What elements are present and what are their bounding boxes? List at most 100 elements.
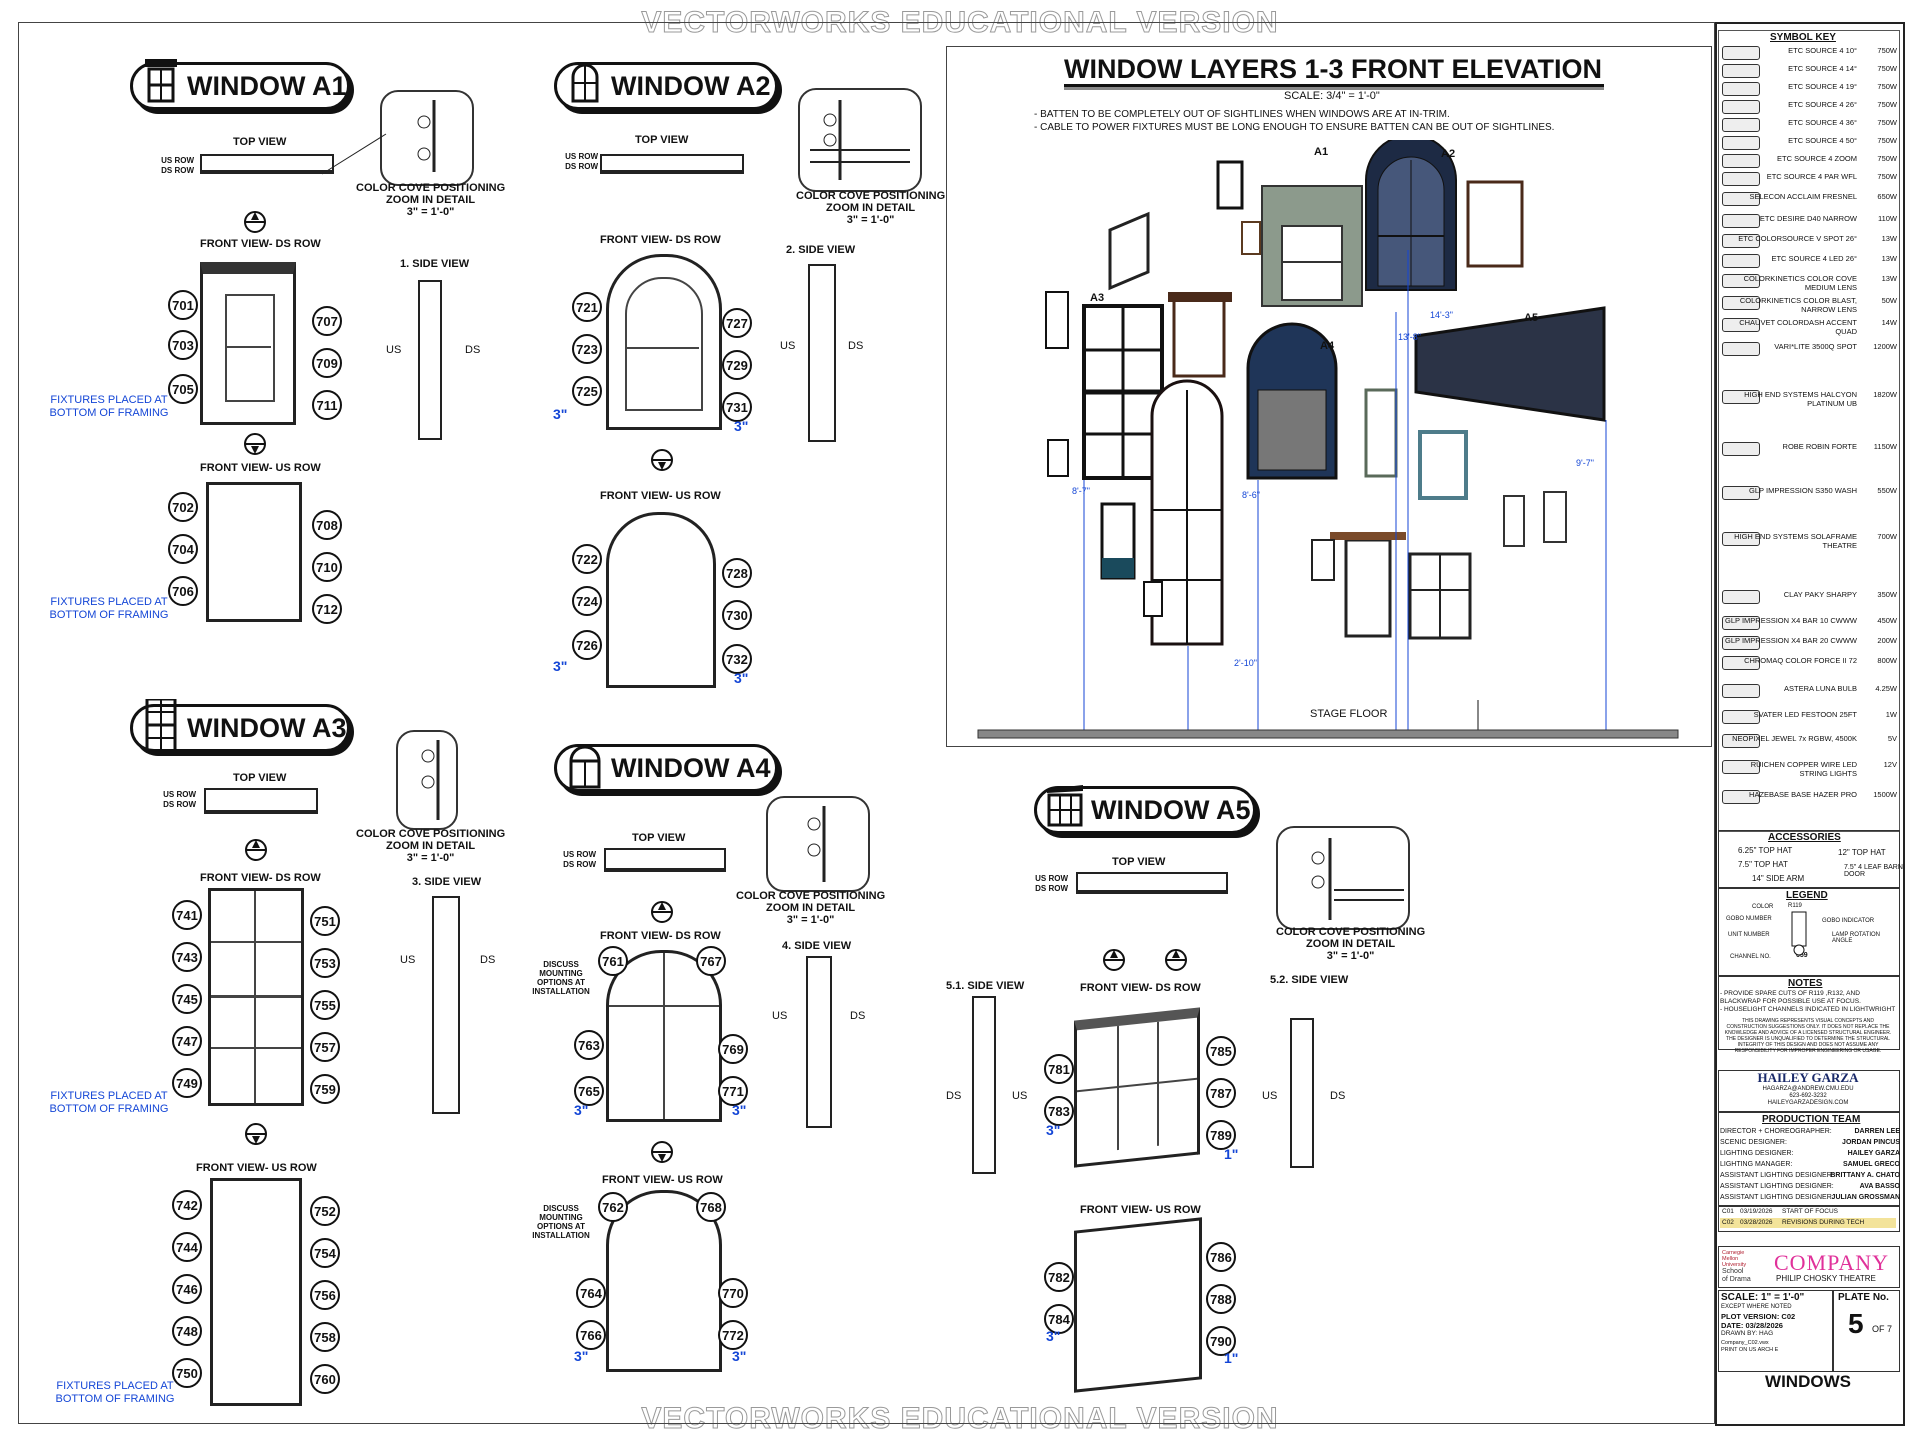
window-a5-icon [1045,781,1085,834]
fixture-wattage: 650W [1877,192,1897,201]
a5-ds-unit: 781 [1044,1054,1074,1084]
a2-ds-row: DS ROW [565,162,598,171]
plate-scale-sub: EXCEPT WHERE NOTED [1721,1304,1792,1310]
fixture-wattage: 50W [1881,296,1897,305]
designer-box [1718,1070,1900,1112]
a2-us-unit: 732 [722,644,752,674]
plate-of: OF 7 [1872,1324,1893,1334]
symbol-key-title: SYMBOL KEY [1770,32,1836,43]
sheet-name: WINDOWS [1765,1372,1851,1391]
fixture-wattage: 750W [1877,154,1897,163]
fixture-name: COLORKINETICS COLOR COVE MEDIUM LENS [1743,274,1857,292]
team-role: ASSISTANT LIGHTING DESIGNER: [1720,1183,1834,1190]
elev-label-a4: A4 [1320,340,1335,352]
fixture-symbol-icon [1722,532,1760,546]
team-name: DARREN LEE [1854,1128,1900,1135]
fixture-wattage: 750W [1877,46,1897,55]
a3-top-view [204,788,318,814]
fixture-name: ETC SOURCE 4 14° [1788,64,1857,73]
a2-us-dim-right: 3" [734,670,749,686]
team-role: ASSISTANT LIGHTING DESIGNER: [1720,1194,1834,1201]
accessory-item: 12" TOP HAT [1838,848,1886,857]
revision-desc: START OF FOCUS [1782,1208,1838,1215]
a2-front-us-label: FRONT VIEW- US ROW [600,490,721,502]
a1-top-view [200,154,334,174]
fixture-name: GLP IMPRESSION X4 BAR 20 CWWW [1725,636,1857,645]
a3-us-unit: 750 [172,1358,202,1388]
fixture-name: ETC SOURCE 4 50° [1788,136,1857,145]
a3-us-unit: 756 [310,1280,340,1310]
a1-side-view-label: 1. SIDE VIEW [400,258,470,270]
fixture-symbol-icon [1722,486,1760,500]
accessory-item: 14" SIDE ARM [1752,874,1805,883]
a3-us-unit: 748 [172,1316,202,1346]
notes-title: NOTES [1788,978,1823,989]
a1-ds-unit: 703 [168,330,198,360]
a3-us-unit: 744 [172,1232,202,1262]
a3-front-ds-label: FRONT VIEW- DS ROW [200,872,321,884]
legend-item: LAMP ROTATION ANGLE [1832,932,1881,944]
elev-label-a5: A5 [1524,312,1539,324]
team-row: LIGHTING MANAGER:SAMUEL GRECO [1720,1161,1900,1172]
team-name: HAILEY GARZA [1847,1150,1900,1157]
accessories-box [1718,830,1900,888]
a3-top-view-label: TOP VIEW [233,772,287,784]
fixture-wattage: 12V [1883,760,1897,769]
fixture-name: HIGH END SYSTEMS HALCYON PLATINUM UB [1744,390,1857,408]
fixture-symbol-icon [1722,274,1760,288]
show-box [1718,1246,1900,1288]
a3-us-unit: 760 [310,1364,340,1394]
a3-ds: DS [480,954,496,966]
a2-front-ds-window [606,254,722,430]
show-title: COMPANY [1774,1250,1890,1275]
fixture-name: ETC SOURCE 4 19° [1788,82,1857,91]
legend-title: LEGEND [1786,890,1828,901]
team-row: ASSISTANT LIGHTING DESIGNER:AVA BASSO [1720,1183,1900,1194]
a5-ds-row: DS ROW [1035,884,1068,893]
a4-ds-row: DS ROW [563,860,596,869]
fixture-wattage: 750W [1877,172,1897,181]
a2-dim-right: 3" [734,418,749,434]
a1-us-unit: 708 [312,510,342,540]
file-name: Company_C02.vwx [1721,1340,1769,1346]
team-row: ASSISTANT LIGHTING DESIGNER:BRITTANY A. … [1720,1172,1900,1183]
fixture-name: GLP IMPRESSION X4 BAR 10 CWWW [1725,616,1857,625]
elevation-frame [946,46,1712,747]
window-a4-label: WINDOW A4 [611,752,771,783]
print-note: PRINT ON US ARCH E [1721,1347,1779,1353]
a5-side2-ds: DS [1330,1090,1346,1102]
a4-ds-unit: 767 [696,946,726,976]
a3-ds-unit: 755 [310,990,340,1020]
a5-front-us-label: FRONT VIEW- US ROW [1080,1204,1201,1216]
fixture-symbol-icon [1722,82,1760,96]
window-a2-label: WINDOW A2 [611,70,771,101]
a3-us-row: US ROW [163,790,196,799]
fixture-symbol-icon [1722,118,1760,132]
a5-section-marker-1 [1103,949,1125,971]
a2-us-unit: 730 [722,600,752,630]
a5-front-us-window [1074,1217,1202,1393]
elevation-drawing [977,140,1679,739]
window-a3-title: WINDOW A3 [130,697,350,753]
watermark-bottom: VECTORWORKS EDUCATIONAL VERSION [641,1402,1279,1436]
legend-item: CHANNEL NO. [1730,954,1771,960]
elev-dim: 9'-7" [1576,458,1594,468]
fixture-symbol-icon [1722,214,1760,228]
a3-us-unit: 742 [172,1190,202,1220]
accessories-title: ACCESSORIES [1768,832,1841,843]
a2-top-view-label: TOP VIEW [635,134,689,146]
a2-dim-left: 3" [553,406,568,422]
a4-front-ds-window [606,950,722,1122]
fixture-wattage: 350W [1877,590,1897,599]
a4-front-us-label: FRONT VIEW- US ROW [602,1174,723,1186]
elev-label-a1: A1 [1314,146,1329,158]
fixture-wattage: 13W [1881,234,1897,243]
fixture-symbol-icon [1722,656,1760,670]
a4-ds-unit: 769 [718,1034,748,1064]
a5-side-view-2 [1290,1018,1314,1168]
